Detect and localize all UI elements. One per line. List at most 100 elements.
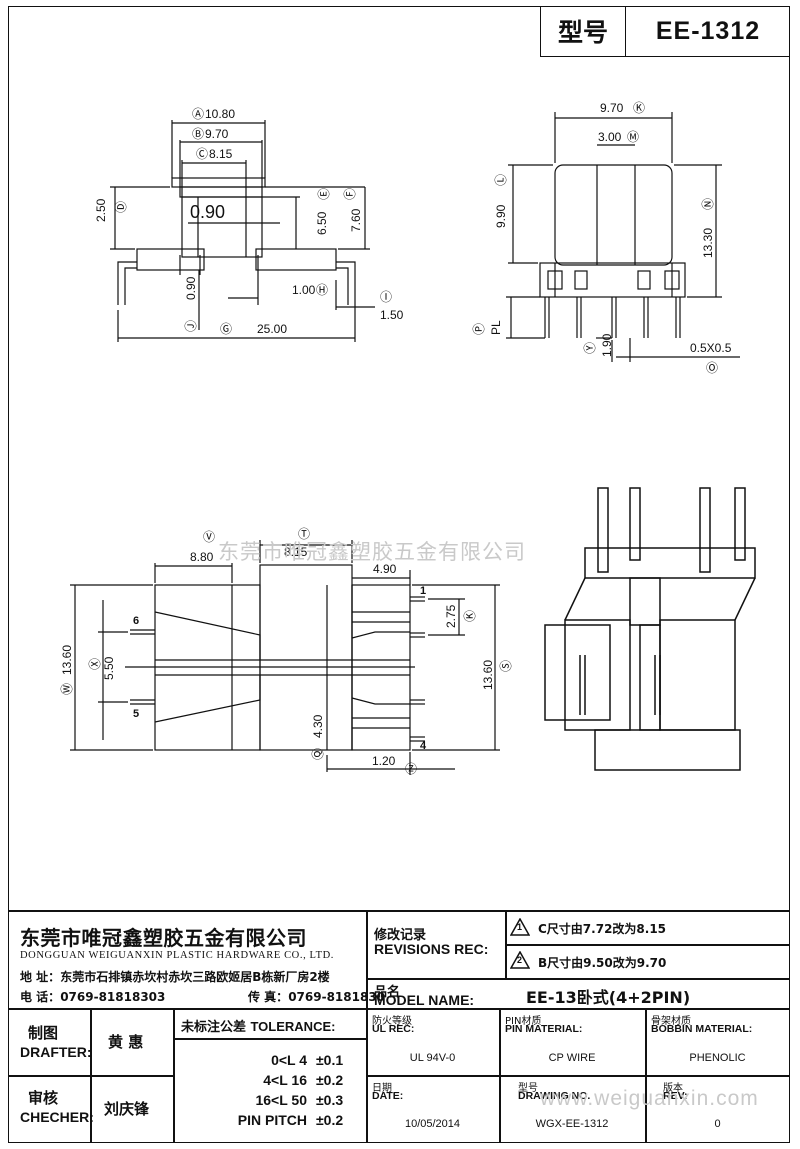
dim-label: 1.00 <box>292 283 316 297</box>
model-header-label: 型号 <box>541 6 626 56</box>
rev-label-en: REV: <box>663 1090 688 1102</box>
dim-label: Ⓖ <box>220 322 232 336</box>
rev: 0 <box>714 1118 721 1130</box>
revision-1-triangle-icon <box>510 918 530 936</box>
dim-label: Ⓓ <box>114 201 128 213</box>
revision-1-number: 1 <box>517 922 523 932</box>
dim-label: 13.60 <box>60 645 74 675</box>
dim-label: 25.00 <box>257 322 287 336</box>
dim-label: 4.90 <box>373 562 397 576</box>
tel: 0769-81818303 <box>60 990 166 1004</box>
dim-label: Ⓘ <box>380 290 392 304</box>
dim-label: Ⓔ <box>317 188 331 200</box>
dim-label: 4.30 <box>311 714 325 738</box>
dim-label: 9.70 <box>600 101 624 115</box>
tolerance-value: ±0.1 <box>316 1052 344 1068</box>
dim-label: 9.70 <box>205 127 229 141</box>
revision-1-text: C尺寸由7.72改为8.15 <box>538 922 667 936</box>
dim-label: 0.90 <box>190 202 225 222</box>
dim-label: 8.15 <box>209 147 233 161</box>
dim-label: Ⓞ <box>706 361 718 375</box>
drafter-label-cn: 制图 <box>28 1024 59 1042</box>
checker: 刘庆锋 <box>104 1100 150 1118</box>
drafter-label-en: DRAFTER: <box>20 1044 92 1060</box>
front-view <box>506 112 740 362</box>
dim-label: Ⓧ <box>88 658 102 670</box>
ul-label-cn: 防火等级 <box>372 1016 412 1027</box>
checker-label-cn: 审核 <box>28 1089 59 1107</box>
side-view-labels: Ⓐ 10.80 Ⓑ 9.70 Ⓒ 8.15 0.90 2.50 Ⓓ 6.50 Ⓔ… <box>94 107 404 336</box>
fax-label: 传 真： <box>248 990 289 1004</box>
bottom-view <box>70 540 500 775</box>
pin-number: 5 <box>133 708 139 720</box>
address: 东莞市石排镇赤坎村赤坎三路欧姬居B栋新厂房2楼 <box>60 970 330 984</box>
company-name-en: DONGGUAN WEIGUANXIN PLASTIC HARDWARE CO.… <box>20 950 335 961</box>
dim-label: 1.50 <box>380 308 404 322</box>
tolerance-label-cn: 未标注公差 <box>181 1020 247 1035</box>
dim-label: 0.90 <box>184 276 198 300</box>
tolerance-range: 0<L 4 <box>271 1052 307 1068</box>
dim-label: Ⓒ <box>196 147 208 161</box>
side-view <box>110 120 375 342</box>
drawing-no-label-en: DRAWING NO. <box>518 1090 591 1102</box>
pin-material: CP WIRE <box>548 1052 596 1064</box>
dim-label: 2.50 <box>94 198 108 222</box>
dim-label: 13.60 <box>481 660 495 690</box>
dim-label: 8.15 <box>284 545 308 559</box>
tel-label: 电 话： <box>20 990 61 1004</box>
checker-label-en: CHECHER: <box>20 1109 94 1125</box>
drawing-no: WGX-EE-1312 <box>535 1118 609 1130</box>
bobbin-material-label-en: BOBBIN MATERIAL: <box>651 1023 753 1035</box>
pin-number: 6 <box>133 615 139 627</box>
dim-label: 2.75 <box>444 604 458 628</box>
tolerance-range: 4<L 16 <box>263 1072 307 1088</box>
revisions-label-cn: 修改记录 <box>374 928 427 943</box>
dim-label: 7.60 <box>349 208 363 232</box>
dim-label: Ⓙ <box>184 320 198 332</box>
dim-label: 5.50 <box>102 656 116 680</box>
dim-label: Ⓩ <box>405 762 417 776</box>
isometric-view <box>544 487 756 771</box>
watermark-company: 东莞市唯冠鑫塑胶五金有限公司 <box>218 540 526 564</box>
dim-label: 1.90 <box>600 333 614 357</box>
dim-label: Ⓠ <box>311 748 325 760</box>
dim-label: Ⓟ <box>472 323 486 335</box>
dim-label: Ⓢ <box>499 660 513 672</box>
revisions-label-en: REVISIONS REC: <box>374 941 489 957</box>
tolerance-value: ±0.3 <box>316 1092 344 1108</box>
tolerance-label-en: TOLERANCE: <box>250 1019 336 1034</box>
tolerance-range: 16<L 50 <box>255 1092 307 1108</box>
dim-label: Ⓦ <box>60 683 74 695</box>
drafter: 黄 惠 <box>108 1033 144 1051</box>
dim-label: Ⓨ <box>583 342 597 354</box>
dim-label: 0.5X0.5 <box>690 341 732 355</box>
address-label: 地 址： <box>20 970 61 984</box>
drawing-no-label-cn: 型号 <box>518 1083 538 1094</box>
dim-label: Ⓚ <box>463 610 477 622</box>
model-header: 型号 EE-1312 <box>540 6 790 57</box>
model-name: EE-13卧式(4+2PIN) <box>526 988 691 1007</box>
dim-label: Ⓐ <box>192 107 204 121</box>
dim-label: Ⓚ <box>633 101 645 115</box>
dim-label: Ⓑ <box>192 127 204 141</box>
dim-label: 1.20 <box>372 754 396 768</box>
dim-label: Ⓗ <box>316 283 328 297</box>
revision-2-text: B尺寸由9.50改为9.70 <box>538 956 667 970</box>
title-block: 东莞市唯冠鑫塑胶五金有限公司 DONGGUAN WEIGUANXIN PLAST… <box>8 910 790 1143</box>
dim-label: 10.80 <box>205 107 235 121</box>
tolerance-value: ±0.2 <box>316 1072 344 1088</box>
rev-label-cn: 版本 <box>663 1083 683 1094</box>
dim-label: Ⓣ <box>298 527 310 541</box>
ul-label-en: UL REC: <box>372 1023 415 1035</box>
bobbin-material: PHENOLIC <box>689 1052 746 1064</box>
bottom-view-labels: Ⓥ 8.80 8.15 Ⓣ 4.90 Ⓦ 13.60 Ⓧ 5.50 2.75 Ⓚ… <box>60 527 513 776</box>
pin-number: 4 <box>420 740 427 752</box>
dim-label: Ⓥ <box>203 530 215 544</box>
date-label-cn: 日期 <box>372 1083 392 1094</box>
watermark-website: www.weiguanxin.com <box>540 1087 759 1110</box>
dim-label: Ⓝ <box>701 198 715 210</box>
technical-drawing: Ⓐ 10.80 Ⓑ 9.70 Ⓒ 8.15 0.90 2.50 Ⓓ 6.50 Ⓔ… <box>60 101 756 776</box>
date-label-en: DATE: <box>372 1090 404 1102</box>
pin-number: 1 <box>420 585 426 597</box>
revision-2-triangle-icon <box>510 951 530 969</box>
